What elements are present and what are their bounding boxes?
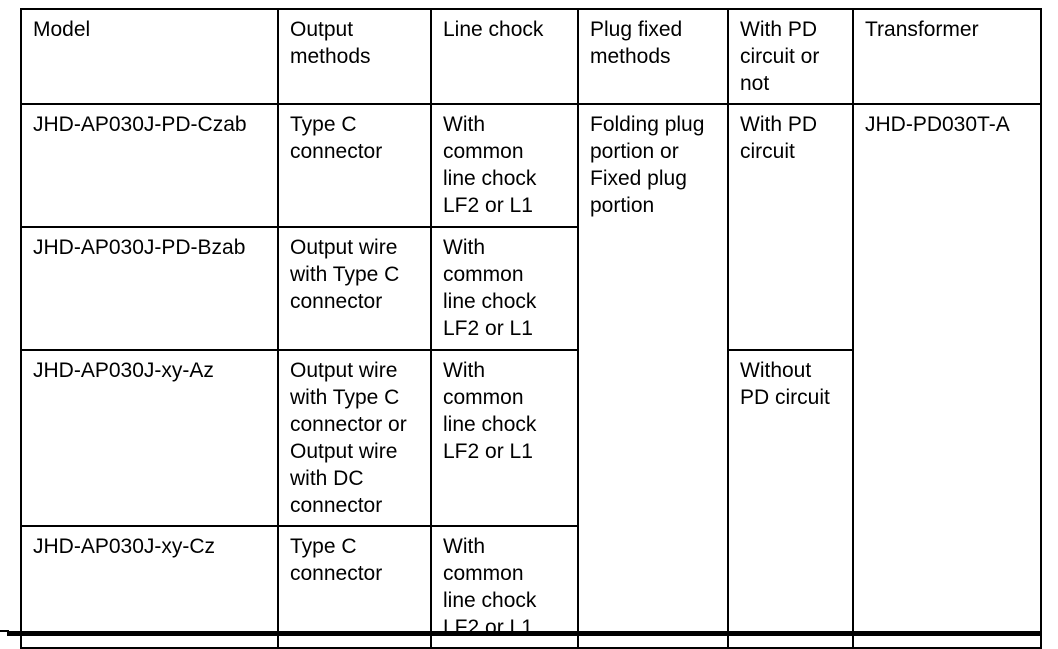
bottom-rule-left-tick [0,630,9,632]
cell-output-methods-row3: Output wire with Type C connector or Out… [277,349,432,527]
spec-table: Model Output methods Line chock Plug fix… [20,8,1042,649]
cell-output-methods-row4: Type C connector [277,525,432,649]
cell-model-row4: JHD-AP030J-xy-Cz [20,525,279,649]
cell-output-methods-row1: Type C connector [277,103,432,228]
cell-line-chock-row3: With common line chock LF2 or L1 [430,349,579,527]
header-cell-model: Model [20,8,279,105]
cell-transformer-merged: JHD-PD030T-A [852,103,1042,649]
cell-model-row2: JHD-AP030J-PD-Bzab [20,226,279,351]
cell-line-chock-row2: With common line chock LF2 or L1 [430,226,579,351]
header-cell-transformer: Transformer [852,8,1042,105]
cell-with-pd-circuit-merged: With PD circuit [727,103,854,351]
cell-output-methods-row2: Output wire with Type C connector [277,226,432,351]
bottom-rule [7,631,1040,636]
header-cell-line-chock: Line chock [430,8,579,105]
header-cell-plug-fixed-methods: Plug fixed methods [577,8,729,105]
header-row: Model Output methods Line chock Plug fix… [20,8,1042,105]
cell-line-chock-row1: With common line chock LF2 or L1 [430,103,579,228]
header-cell-output-methods: Output methods [277,8,432,105]
cell-line-chock-row4: With common line chock LF2 or L1 [430,525,579,649]
header-cell-pd-circuit: With PD circuit or not [727,8,854,105]
cell-without-pd-circuit-merged: Without PD circuit [727,349,854,649]
table-row: JHD-AP030J-PD-Bzab Output wire with Type… [20,226,1041,351]
cell-model-row1: JHD-AP030J-PD-Czab [20,103,279,228]
table-row: JHD-AP030J-PD-Czab Type C connector With… [20,103,1042,649]
cell-model-row3: JHD-AP030J-xy-Az [20,349,279,527]
cell-plug-fixed-methods-merged: Folding plug portion or Fixed plug porti… [577,103,729,649]
